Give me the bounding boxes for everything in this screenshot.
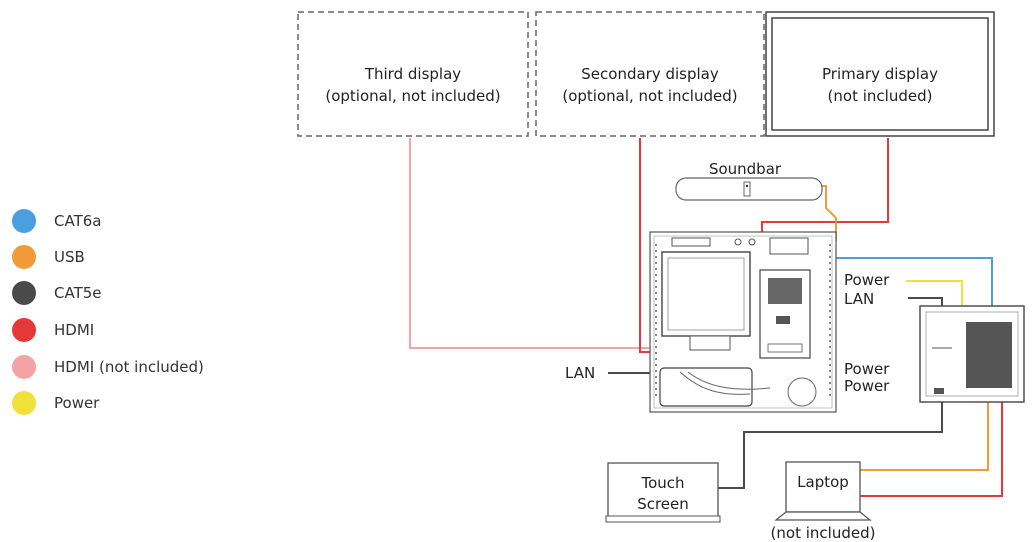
- lan-left-label: LAN: [565, 364, 595, 382]
- power-top-label: Power: [844, 271, 890, 289]
- legend-item-hdmi: HDMI: [12, 317, 94, 343]
- legend-label: USB: [54, 248, 85, 266]
- primary-display-title: Primary display: [822, 65, 938, 83]
- cat6a-dot-icon: [12, 209, 36, 233]
- touch-screen-line1: Touch: [640, 474, 684, 492]
- touch-screen: Touch Screen: [605, 462, 721, 523]
- legend-label: HDMI (not included): [54, 358, 204, 376]
- soundbar-label: Soundbar: [709, 160, 782, 178]
- lan-top-label: LAN: [844, 290, 874, 308]
- legend-item-power: Power: [12, 390, 99, 416]
- room-control-unit: [919, 305, 1025, 403]
- compute-unit: [661, 251, 751, 337]
- laptop-note: (not included): [771, 524, 876, 542]
- laptop-label: Laptop: [797, 473, 849, 491]
- legend-label: Power: [54, 394, 100, 412]
- cable-cat5e-touch-screen: [718, 402, 943, 489]
- legend-item-hdmi-not-included: HDMI (not included): [12, 354, 204, 380]
- legend-item-cat5e: CAT5e: [12, 280, 102, 306]
- legend-label: CAT5e: [54, 284, 102, 302]
- laptop: Laptop (not included): [771, 461, 876, 542]
- cable-hdmi-third-display: [409, 138, 650, 349]
- secondary-display: Secondary display (optional, not include…: [535, 11, 765, 137]
- cat5e-dot-icon: [12, 281, 36, 305]
- legend-item-cat6a: CAT6a: [12, 208, 101, 234]
- power-dot-icon: [12, 391, 36, 415]
- soundbar: Soundbar: [675, 160, 823, 201]
- cable-power-top: [906, 280, 963, 306]
- power-mid1-label: Power: [844, 360, 890, 378]
- primary-display: Primary display (not included): [765, 11, 995, 137]
- cable-hdmi-laptop: [860, 402, 1003, 497]
- secondary-display-title: Secondary display: [581, 65, 719, 83]
- touch-screen-line2: Screen: [637, 495, 689, 513]
- power-supply: [659, 367, 753, 407]
- cable-lan-top: [908, 297, 943, 306]
- hdmi-dot-icon: [12, 318, 36, 342]
- legend-label: CAT6a: [54, 212, 102, 230]
- primary-display-note: (not included): [828, 87, 933, 105]
- third-display-title: Third display: [364, 65, 461, 83]
- usb-dot-icon: [12, 245, 36, 269]
- mounting-plate: [649, 231, 837, 413]
- hdmi-not-included-dot-icon: [12, 355, 36, 379]
- cable-usb-laptop: [860, 402, 989, 471]
- legend-label: HDMI: [54, 321, 95, 339]
- third-display: Third display (optional, not included): [297, 11, 529, 137]
- legend-item-usb: USB: [12, 244, 85, 270]
- third-display-note: (optional, not included): [325, 87, 500, 105]
- power-mid2-label: Power: [844, 377, 890, 395]
- secondary-display-note: (optional, not included): [562, 87, 737, 105]
